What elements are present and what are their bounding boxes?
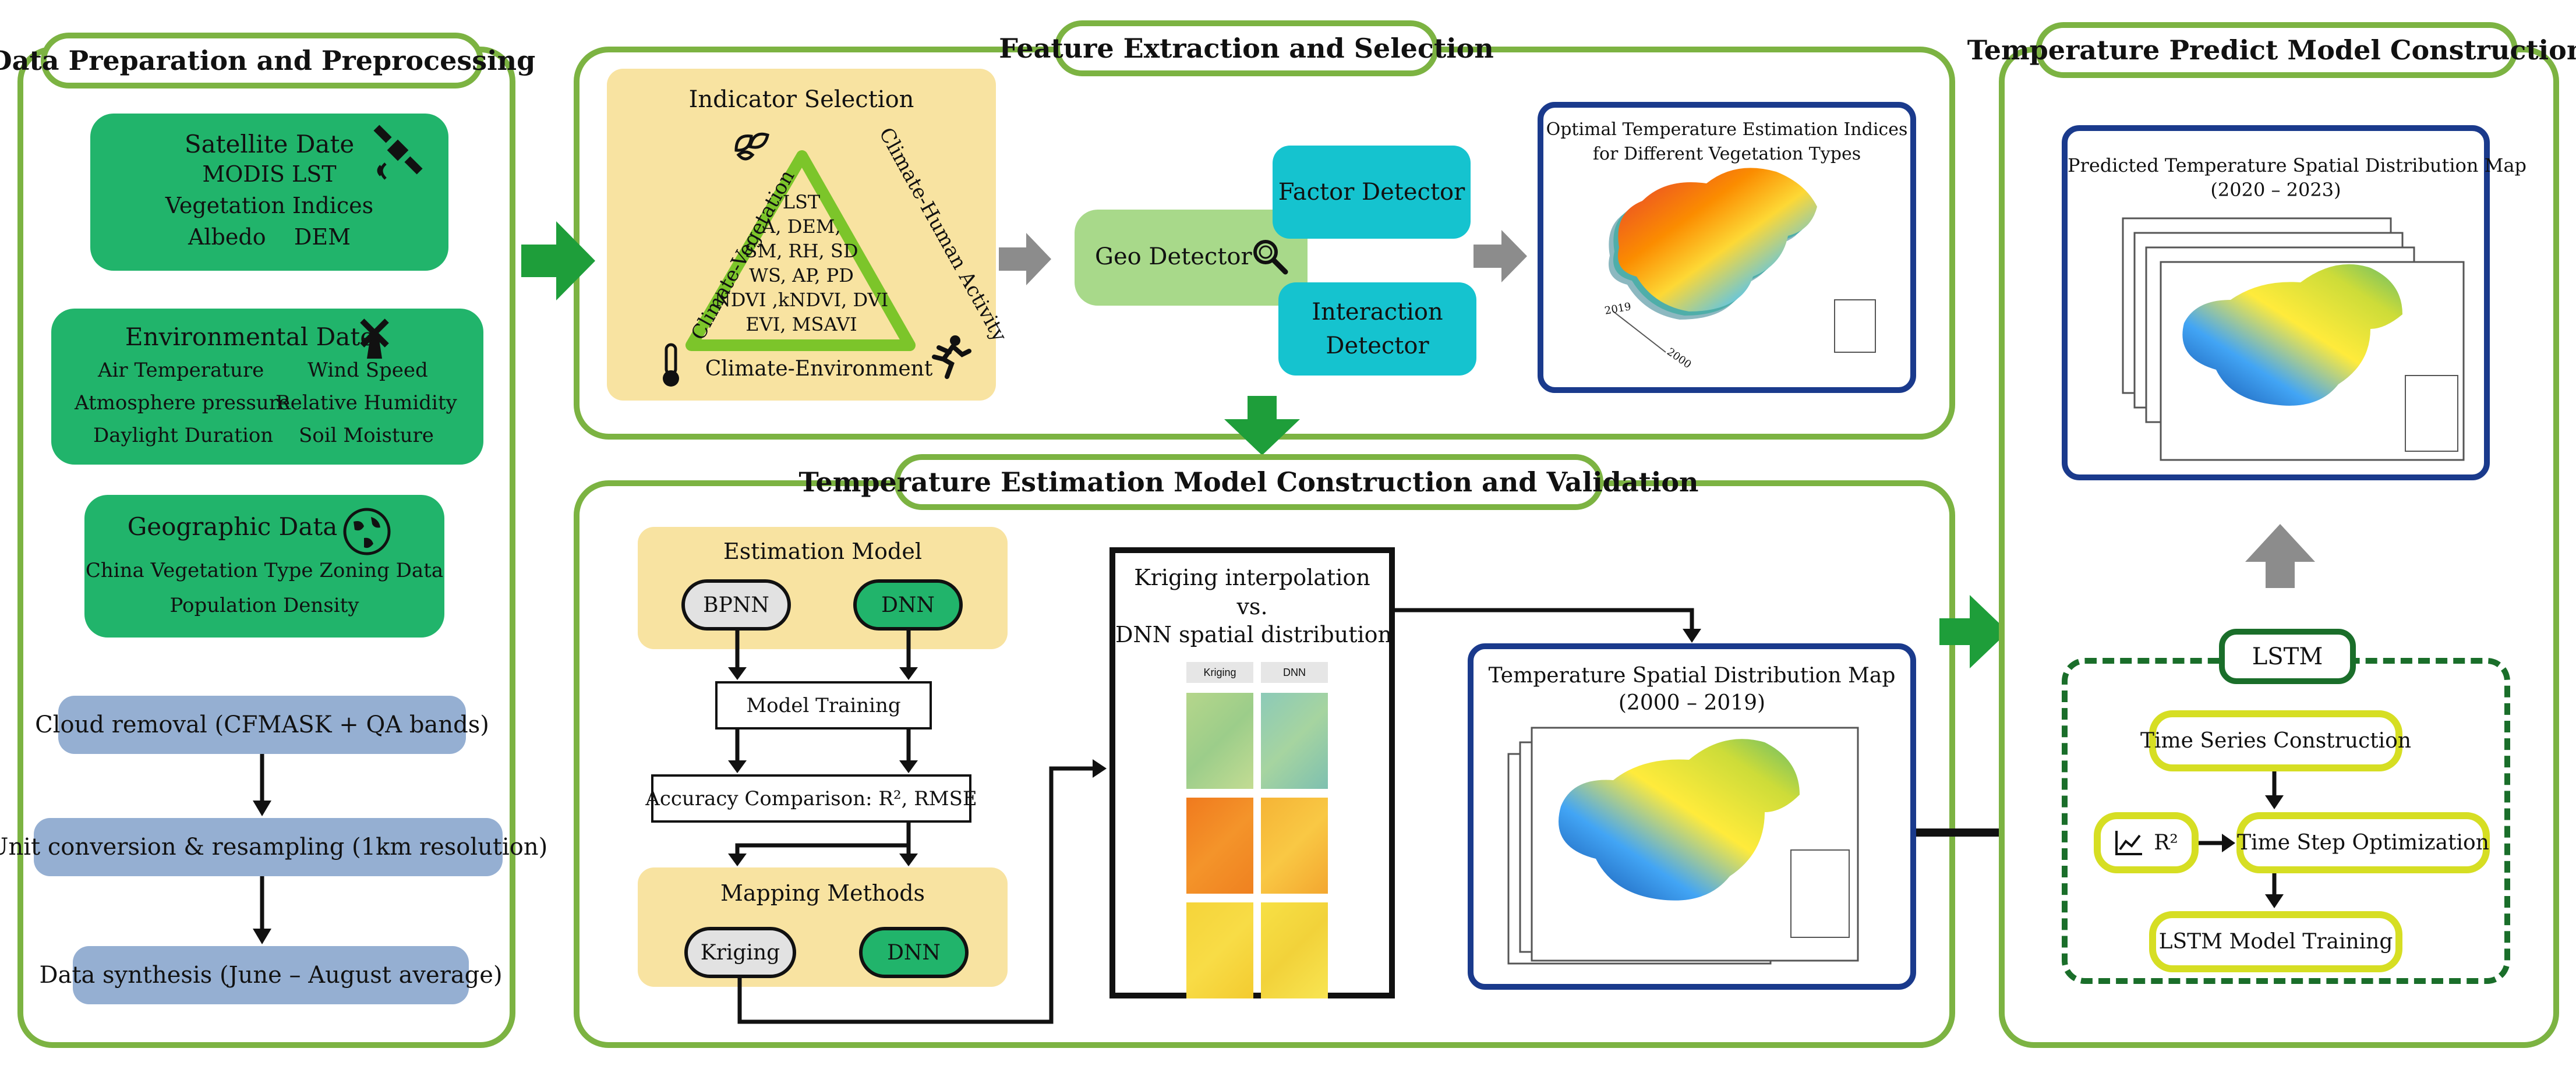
lstm-label-box: LSTM [2219, 629, 2356, 684]
col-label-kriging: Kriging [1186, 662, 1253, 683]
temp-map-title-1: Temperature Spatial Distribution Map [1488, 664, 1896, 688]
kriging-tile-3 [1186, 902, 1253, 998]
dnn-tile-3 [1261, 902, 1328, 998]
indicator-index-6: EVI, MSAVI [745, 313, 857, 335]
predicted-map-box: Predicted Temperature Spatial Distributi… [2062, 125, 2526, 480]
env-item-wind-speed: Wind Speed [308, 359, 428, 382]
interaction-detector-box: Interaction Detector [1278, 282, 1476, 376]
col-label-dnn: DNN [1261, 662, 1328, 683]
environmental-title: Environmental Date [125, 323, 375, 351]
kriging-comparison-box: Kriging interpolation vs. DNN spatial di… [1109, 547, 1395, 998]
satellite-line-2: Vegetation Indices [165, 193, 374, 218]
runner-icon [932, 335, 971, 379]
step-data-synthesis: Data synthesis (June – August average) [39, 946, 503, 1004]
optimal-title-1: Optimal Temperature Estimation Indices [1546, 119, 1908, 140]
geo-detector-box: Geo Detector [1075, 210, 1308, 306]
kriging-title-3: DNN spatial distribution [1115, 622, 1392, 647]
accuracy-comparison-box: Accuracy Comparison: R², RMSE [645, 774, 977, 823]
indicator-triangle [685, 150, 916, 351]
optimal-maps-graphic [1609, 168, 1876, 353]
lstm-training-box: LSTM Model Training [2149, 911, 2402, 972]
predict-panel-title: Temperature Predict Model Construction [1967, 22, 2576, 78]
temperature-map-stack [1507, 727, 1859, 965]
bpnn-pill: BPNN [681, 579, 791, 631]
windmill-icon [360, 318, 389, 359]
predicted-title-2: (2020 – 2023) [2210, 179, 2341, 201]
indicator-selection-box: Indicator Selection LST A, DEM, SM, RH, … [607, 69, 1011, 401]
geographic-line-2: Population Density [169, 594, 359, 617]
indicator-index-4: WS, AP, PD [749, 264, 854, 286]
satellite-line-1: MODIS LST [202, 161, 337, 187]
indicator-index-1: LST [782, 191, 821, 213]
indicator-title: Indicator Selection [688, 86, 914, 113]
env-item-atmosphere-pressure: Atmosphere pressure [75, 391, 291, 415]
geographic-data-box: Geographic Data China Vegetation Type Zo… [84, 495, 444, 638]
env-item-daylight-duration: Daylight Duration [93, 424, 274, 447]
geographic-title: Geographic Data [127, 512, 338, 541]
env-item-relative-humidity: Relative Humidity [275, 391, 457, 415]
kriging-tile-1 [1186, 693, 1253, 789]
satellite-icon [373, 125, 423, 180]
optimal-title-2: for Different Vegetation Types [1592, 144, 1861, 164]
dnn-model-pill: DNN [853, 579, 963, 631]
interaction-line-1: Interaction [1312, 299, 1443, 325]
time-series-box: Time Series Construction [2140, 710, 2411, 771]
kriging-title-1: Kriging interpolation [1134, 565, 1370, 590]
time-step-box: Time Step Optimization [2236, 812, 2490, 873]
optimal-indices-box: Optimal Temperature Estimation Indices f… [1538, 102, 1916, 393]
env-item-soil-moisture: Soil Moisture [299, 424, 434, 447]
model-training-box: Model Training [715, 681, 932, 730]
satellite-data-box: Satellite Date MODIS LST Vegetation Indi… [90, 114, 448, 271]
dnn-tile-2 [1261, 798, 1328, 894]
indicator-index-5: NDVI ,kNDVI, DVI [714, 289, 889, 311]
mapping-methods-title: Mapping Methods [720, 880, 925, 906]
temp-map-title-2: (2000 – 2019) [1618, 691, 1766, 715]
thermometer-icon [663, 343, 679, 387]
chart-icon [2115, 830, 2143, 855]
prep-panel-title: Data Preparation and Preprocessing [0, 33, 535, 88]
plant-icon [734, 132, 769, 161]
magnifier-icon [1253, 240, 1288, 275]
estimation-model-title: Estimation Model [723, 539, 922, 564]
geographic-line-1: China Vegetation Type Zoning Data [85, 559, 444, 582]
estimation-panel-title: Temperature Estimation Model Constructio… [798, 454, 1699, 510]
interaction-line-2: Detector [1326, 332, 1429, 359]
predicted-title-1: Predicted Temperature Spatial Distributi… [2068, 154, 2526, 176]
indicator-index-3: SM, RH, SD [744, 240, 858, 262]
dnn-tile-1 [1261, 693, 1328, 789]
temperature-map-box: Temperature Spatial Distribution Map (20… [1468, 643, 1916, 990]
kriging-pill: Kriging [684, 927, 796, 978]
env-item-air-temperature: Air Temperature [98, 359, 264, 382]
geo-detector-label: Geo Detector [1095, 243, 1252, 270]
indicator-index-2: A, DEM, [762, 215, 841, 238]
dnn-mapping-pill: DNN [859, 927, 969, 978]
satellite-title: Satellite Date [184, 130, 355, 158]
predicted-map-stack [2122, 217, 2465, 461]
kriging-title-2: vs. [1236, 594, 1268, 619]
environmental-data-box: Environmental Date Air Temperature Wind … [51, 309, 483, 465]
step-cloud-removal: Cloud removal (CFMASK + QA bands) [35, 696, 489, 754]
indicator-bottom: Climate-Environment [705, 357, 933, 381]
step-unit-conversion: Unit conversion & resampling (1km resolu… [0, 818, 547, 876]
kriging-tile-2 [1186, 798, 1253, 894]
globe-icon [343, 508, 391, 555]
r2-label: R² [2154, 831, 2178, 855]
satellite-line-3: Albedo DEM [188, 224, 351, 250]
factor-detector-box: Factor Detector [1273, 146, 1471, 239]
r2-box: R² [2094, 812, 2199, 873]
feature-panel-title: Feature Extraction and Selection [999, 20, 1494, 76]
